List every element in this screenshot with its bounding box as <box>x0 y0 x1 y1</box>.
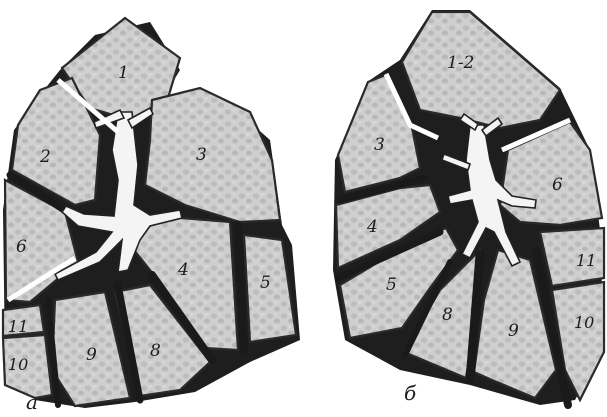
panel-a-label-2: 2 <box>39 147 51 167</box>
panel-a-label-11: 11 <box>8 317 28 336</box>
panel-b-label-9: 9 <box>508 321 519 341</box>
panel-b-caption: б <box>404 381 417 405</box>
panel-b-label-5: 5 <box>386 275 397 295</box>
panel-b-label-4: 4 <box>366 217 378 237</box>
panel-b-label-3: 3 <box>374 135 385 155</box>
panel-b-segment-1-2 <box>402 12 560 128</box>
panel-b-label-6: 6 <box>552 175 563 195</box>
panel-a-label-9: 9 <box>86 345 97 365</box>
panel-a: 1 2 3 4 5 6 8 9 10 11 а <box>3 18 300 414</box>
panel-a-label-5: 5 <box>260 273 271 293</box>
panel-a-label-1: 1 <box>118 63 129 83</box>
panel-b-label-10: 10 <box>574 313 594 332</box>
panel-a-label-4: 4 <box>177 260 189 280</box>
panel-a-label-10: 10 <box>8 355 28 374</box>
panel-b-label-8: 8 <box>442 305 453 325</box>
panel-b: 1-2 3 4 5 6 8 9 10 11 б <box>333 10 604 405</box>
panel-b-label-1-2: 1-2 <box>447 53 474 73</box>
panel-a-caption: а <box>26 390 38 414</box>
panel-a-label-3: 3 <box>196 145 207 165</box>
panel-a-label-6: 6 <box>16 237 27 257</box>
panel-b-label-11: 11 <box>576 251 596 270</box>
panel-a-label-8: 8 <box>150 341 161 361</box>
